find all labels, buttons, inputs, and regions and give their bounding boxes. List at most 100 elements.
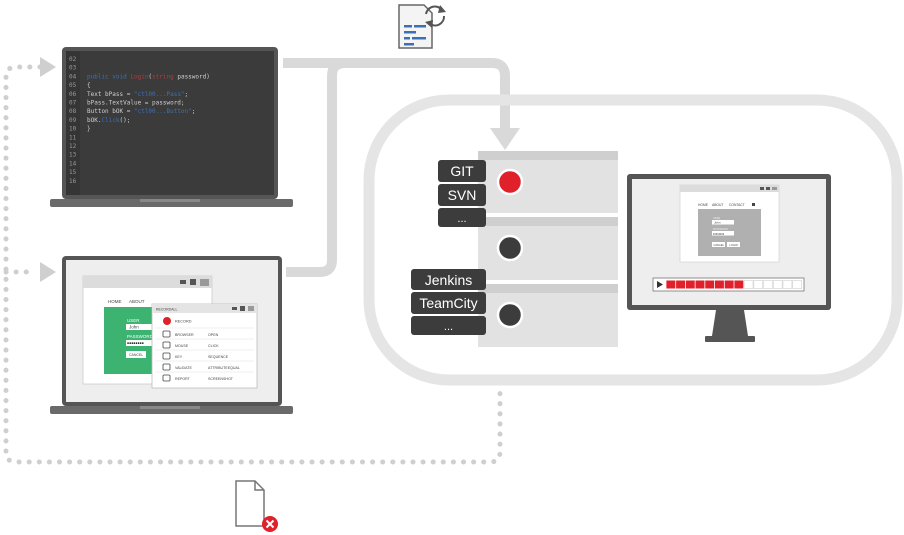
code-line[interactable]: } xyxy=(87,126,91,133)
test-monitor: HOME ABOUT CONTACT USER John PASSWORD ••… xyxy=(627,174,831,342)
ci-tag-jenkins xyxy=(411,269,486,290)
code-line-number: 02 xyxy=(69,56,77,63)
code-line-number: 03 xyxy=(69,65,77,72)
code-line-number: 15 xyxy=(69,169,77,176)
cancel-button[interactable]: CANCEL xyxy=(129,353,143,357)
progress-segment-filled xyxy=(705,280,715,289)
server-status-led-failing xyxy=(496,168,524,196)
record-button[interactable] xyxy=(163,317,171,325)
document-error-icon xyxy=(235,480,278,532)
monitor-nav-home[interactable]: HOME xyxy=(698,203,709,207)
code-line[interactable]: bOK.Click(); xyxy=(87,117,130,124)
monitor-user-label: USER xyxy=(713,216,720,220)
nav-home[interactable]: HOME xyxy=(108,299,122,304)
step-action: MOUSE xyxy=(175,344,189,348)
code-line-number: 14 xyxy=(69,160,77,167)
recorder-step[interactable]: REPORT SCREENSHOT xyxy=(162,374,234,382)
code-line-number: 05 xyxy=(69,82,77,89)
ci-tag-teamcity-label: TeamCity xyxy=(419,295,477,311)
code-line-number: 13 xyxy=(69,152,77,159)
code-line-number: 09 xyxy=(69,117,77,124)
flow-connector-lower xyxy=(286,58,346,277)
flow-arrow-down xyxy=(490,128,520,150)
monitor-password-label: PASSWORD xyxy=(713,227,728,231)
monitor-cancel-button[interactable]: CANCEL xyxy=(714,243,725,247)
progress-segment-empty xyxy=(753,280,764,289)
dotted-arrow-top xyxy=(40,57,56,77)
vcs-tag-svn-label: SVN xyxy=(448,187,477,203)
code-line-number: 12 xyxy=(69,143,77,150)
progress-segment-filled xyxy=(714,280,724,289)
server-status-led xyxy=(496,234,524,262)
code-line[interactable]: Text bPass = "ctl00...Pass"; xyxy=(87,91,188,98)
code-line[interactable]: public void Login(string password) xyxy=(87,73,210,80)
progress-segment-filled xyxy=(724,280,734,289)
lock-icon xyxy=(752,203,755,206)
user-field[interactable]: John xyxy=(129,325,139,330)
test-progress-bar xyxy=(652,277,805,292)
build-server-stack xyxy=(478,151,618,347)
ci-tag-more xyxy=(411,316,486,335)
code-line-number: 10 xyxy=(69,126,77,133)
step-action: VALIDATE xyxy=(175,366,192,370)
code-line-number: 07 xyxy=(69,100,77,107)
play-icon[interactable] xyxy=(657,281,663,288)
progress-segment-filled xyxy=(734,280,744,289)
globe-icon xyxy=(162,330,171,338)
code-line-number: 16 xyxy=(69,178,77,185)
ci-pipeline-container xyxy=(363,94,903,386)
recorder-title: RECORDALL xyxy=(156,308,177,312)
dotted-return-loop xyxy=(3,64,503,465)
code-line[interactable]: bPass.TextValue = password; xyxy=(87,100,185,107)
recorder-step[interactable]: VALIDATE ATTRIBUTEEQUAL xyxy=(162,363,240,371)
vcs-tag-git xyxy=(438,160,486,182)
vcs-tag-git-label: GIT xyxy=(450,163,474,179)
code-line[interactable]: { xyxy=(87,82,91,89)
step-detail: SEQUENCE xyxy=(208,355,229,359)
ci-tag-list: Jenkins TeamCity ... xyxy=(411,269,486,335)
password-field[interactable]: •••••••• xyxy=(127,342,144,348)
step-action: REPORT xyxy=(175,377,191,381)
monitor-user-field[interactable]: John xyxy=(714,221,721,225)
password-label: PASSWORD xyxy=(127,334,154,339)
step-detail: SCREENSHOT xyxy=(208,377,234,381)
progress-segment-empty xyxy=(772,280,783,289)
record-label: RECORD xyxy=(175,320,192,324)
dotted-arrow-bottom xyxy=(40,262,56,282)
server-status-led xyxy=(496,301,524,329)
ci-tag-jenkins-label: Jenkins xyxy=(425,272,472,288)
keyboard-icon xyxy=(162,352,171,360)
document-refresh-icon xyxy=(398,4,446,49)
monitor-app-window: HOME ABOUT CONTACT USER John PASSWORD ••… xyxy=(679,184,780,263)
ci-tag-more-label: ... xyxy=(444,321,453,333)
code-line-number: 11 xyxy=(69,134,77,141)
progress-segment-empty xyxy=(792,280,802,289)
progress-segment-filled xyxy=(685,280,695,289)
vcs-tag-more-label: ... xyxy=(457,213,466,225)
code-line[interactable]: Button bOK = "ctl00...Button"; xyxy=(87,108,195,115)
user-label: USER xyxy=(127,318,140,323)
nav-about[interactable]: ABOUT xyxy=(129,299,145,304)
vcs-tag-svn xyxy=(438,184,486,206)
code-line-number: 04 xyxy=(69,73,77,80)
progress-segment-filled xyxy=(676,280,686,289)
monitor-nav-about[interactable]: ABOUT xyxy=(712,203,723,207)
flow-connector xyxy=(283,58,510,130)
ci-tag-teamcity xyxy=(411,292,486,314)
step-detail: ATTRIBUTEEQUAL xyxy=(208,366,240,370)
progress-segment-empty xyxy=(743,280,754,289)
monitor-login-button[interactable]: LOGIN xyxy=(730,243,738,247)
step-detail: OPEN xyxy=(208,333,219,337)
monitor-password-field[interactable]: •••••••• xyxy=(713,231,725,236)
mouse-icon xyxy=(162,341,171,349)
monitor-nav-contact[interactable]: CONTACT xyxy=(729,203,745,207)
progress-segment-filled xyxy=(695,280,705,289)
